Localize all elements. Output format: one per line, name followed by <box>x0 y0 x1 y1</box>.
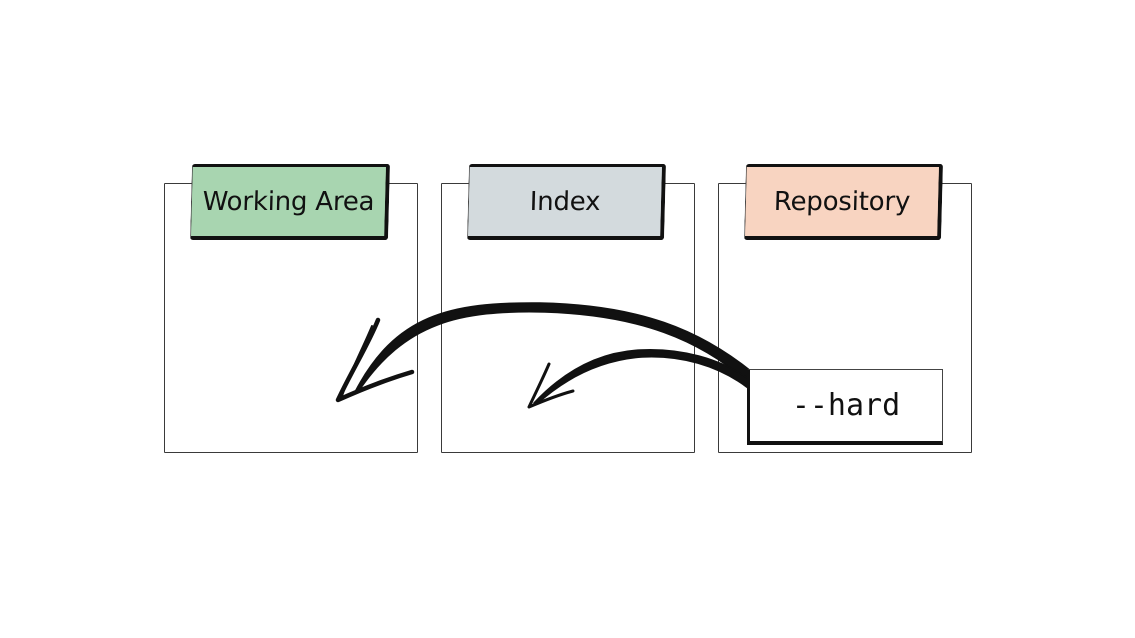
index-label: Index <box>467 164 666 240</box>
hard-option-box: --hard <box>747 369 943 445</box>
working-area-label: Working Area <box>190 164 390 240</box>
repository-label: Repository <box>744 164 943 240</box>
